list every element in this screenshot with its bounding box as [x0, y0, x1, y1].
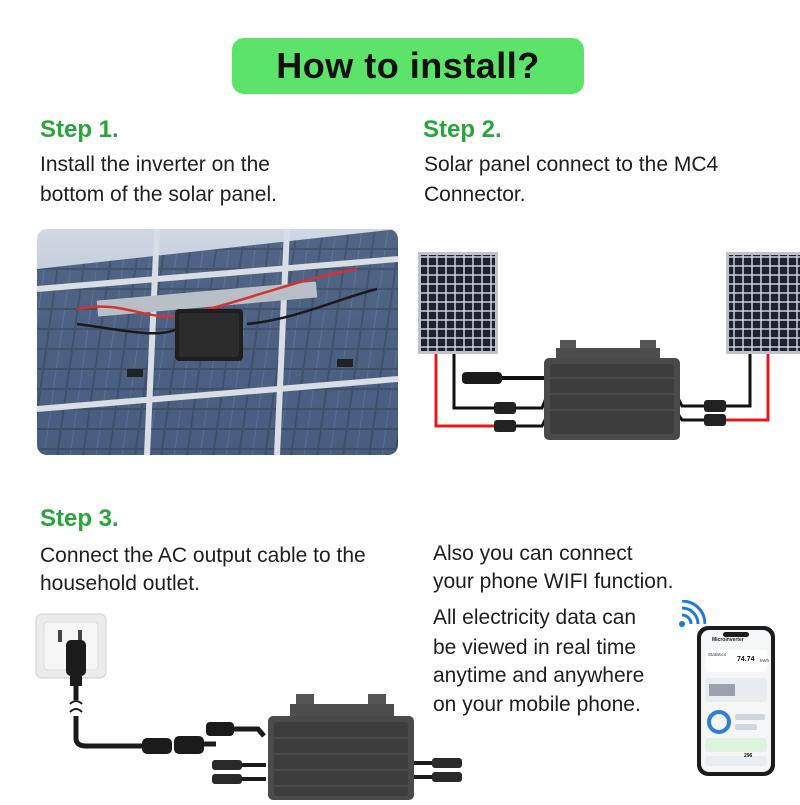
data-note-line-2: be viewed in real time [433, 636, 637, 659]
step3-heading: Step 3. [40, 505, 119, 532]
step3-line-1: Connect the AC output cable to the [40, 544, 366, 567]
step3-connection-diagram [34, 612, 464, 805]
title-banner: How to install? [232, 38, 584, 94]
step2-heading: Step 2. [423, 116, 502, 143]
step2-line-1: Solar panel connect to the MC4 [424, 153, 719, 176]
phone-power-value: 296 [744, 753, 753, 759]
plug-icon [66, 640, 86, 686]
step1-install-photo [37, 229, 398, 455]
data-note-line-1: All electricity data can [433, 606, 637, 629]
page-title: How to install? [276, 45, 540, 86]
step1-line-1: Install the inverter on the [40, 153, 270, 176]
wifi-line-1: Also you can connect [433, 542, 633, 565]
inverter-icon [268, 694, 414, 800]
step1-heading: Step 1. [40, 116, 119, 143]
phone-energy-value: 74.74 [737, 656, 755, 663]
wifi-icon [676, 599, 707, 635]
phone-energy-unit: kWh [760, 658, 769, 663]
phone-app-name: Microinverter [712, 637, 744, 643]
step3-line-2: household outlet. [40, 572, 200, 595]
inverter-icon [544, 340, 680, 440]
data-note-line-4: on your mobile phone. [433, 693, 641, 716]
solar-panel-icon [418, 252, 498, 354]
data-note-line-3: anytime and anywhere [433, 664, 645, 687]
step2-connection-diagram [410, 248, 800, 453]
step2-line-2: Connector. [424, 183, 526, 206]
step1-line-2: bottom of the solar panel. [40, 183, 277, 206]
wifi-line-2: your phone WIFI function. [433, 570, 674, 593]
smartphone-icon [697, 626, 775, 781]
phone-tab-label: Statistics [708, 652, 727, 657]
